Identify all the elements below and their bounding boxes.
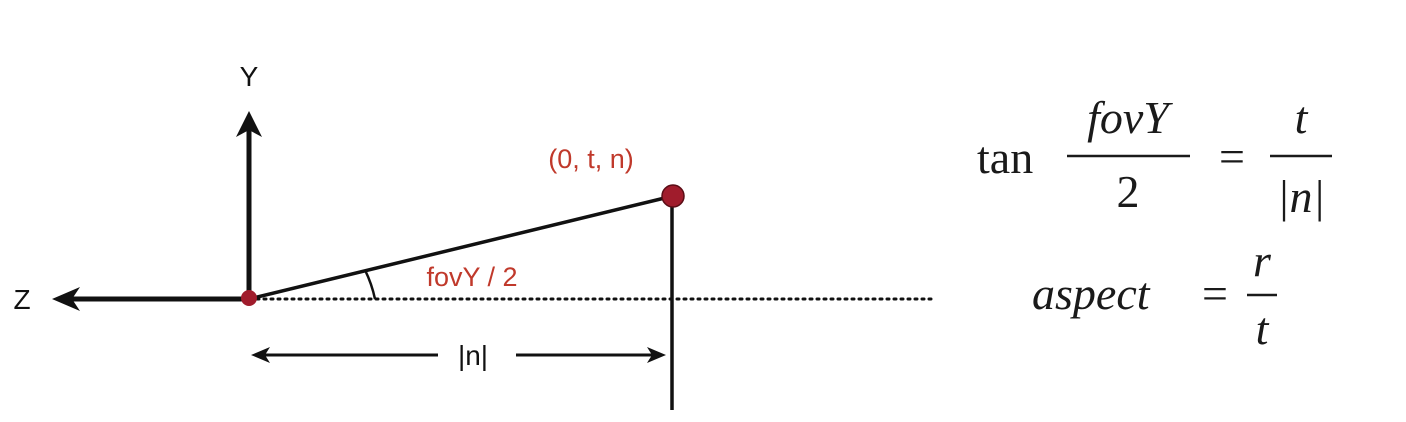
distance-arrowhead-left bbox=[251, 347, 270, 363]
aspect-denominator: t bbox=[1256, 303, 1270, 354]
origin-point bbox=[241, 290, 257, 306]
rhs-denominator: |n| bbox=[1277, 171, 1325, 222]
aspect-formula: aspect = r t bbox=[1032, 235, 1277, 354]
rhs-numerator: t bbox=[1295, 92, 1309, 143]
tan-numerator: fovY bbox=[1087, 92, 1173, 143]
z-axis-label: Z bbox=[13, 284, 30, 315]
aspect-numerator: r bbox=[1253, 235, 1272, 286]
distance-label: |n| bbox=[458, 340, 488, 371]
angle-arc bbox=[363, 269, 377, 300]
aspect-lhs: aspect bbox=[1032, 268, 1151, 319]
view-ray-line bbox=[248, 194, 674, 301]
point-label: (0, t, n) bbox=[548, 144, 634, 174]
tan-function: tan bbox=[977, 132, 1033, 183]
angle-label: fovY / 2 bbox=[426, 262, 517, 292]
tan-equals: = bbox=[1219, 131, 1245, 182]
tan-formula: tan fovY 2 = t |n| bbox=[977, 92, 1332, 222]
y-axis-arrowhead bbox=[236, 111, 262, 137]
frustum-top-point bbox=[661, 184, 685, 208]
aspect-equals: = bbox=[1202, 268, 1228, 319]
tan-denominator: 2 bbox=[1117, 166, 1140, 217]
distance-arrowhead-right bbox=[647, 347, 666, 363]
y-axis-label: Y bbox=[240, 61, 259, 92]
z-axis-arrowhead bbox=[52, 287, 80, 311]
